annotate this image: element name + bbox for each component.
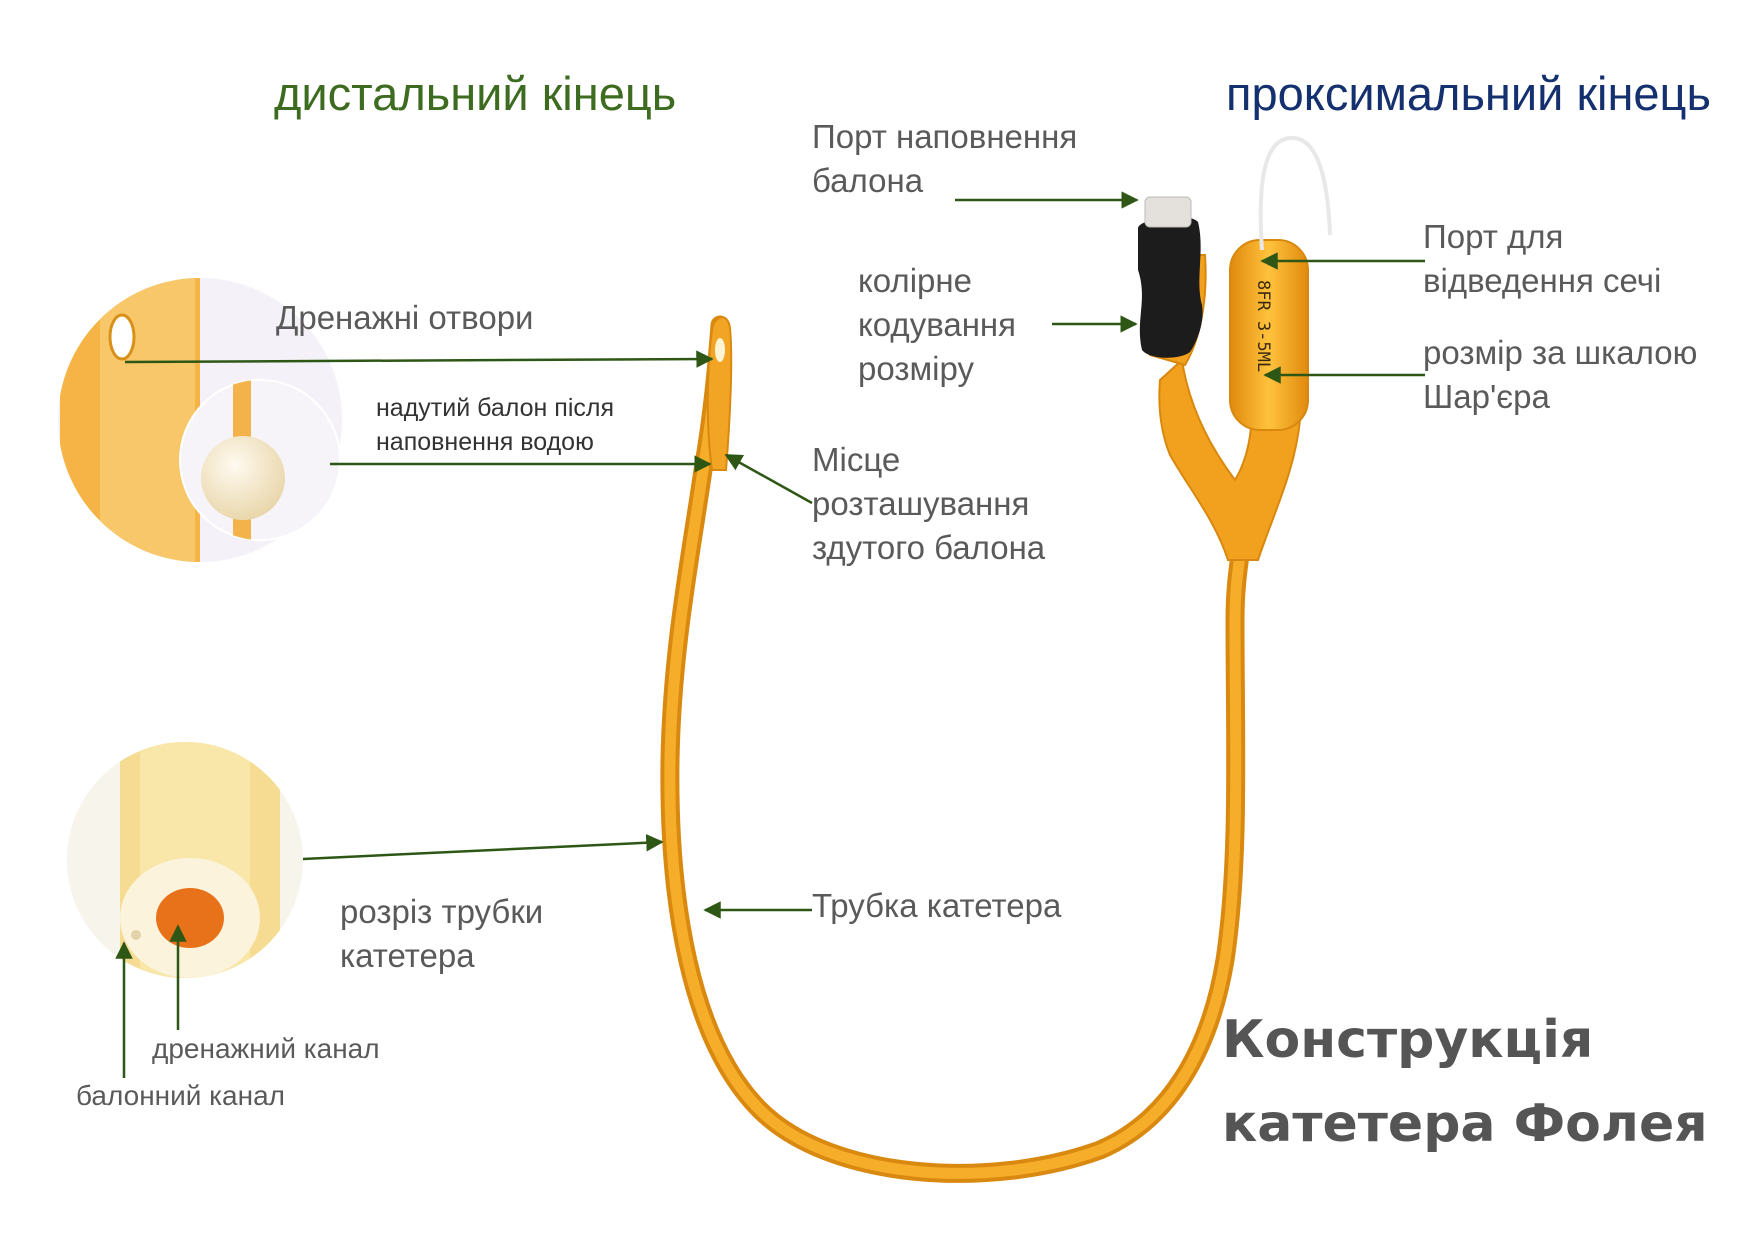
color-coding-label: колірне кодування розміру [858,262,1017,387]
leader-lines [115,191,1425,1078]
urine-port-label: Порт для відведення сечі [1423,218,1662,299]
tube-cross-section-label: розріз трубки катетера [340,893,544,974]
distal-end-heading: дистальний кінець [274,67,677,120]
page-title: Конструкція катетера Фолея [1222,1010,1708,1154]
drain-holes-label: Дренажні отвори [276,299,534,336]
charriere-size-label: розмір за шкалою Шар'єра [1423,334,1698,415]
inflated-balloon-label: надутий балон після наповнення водою [376,394,615,456]
deflated-balloon-site-label: Місце розташування здутого балона [812,441,1046,566]
proximal-end-heading: проксимальний кінець [1226,67,1711,120]
balloon-fill-port-label: Порт наповнення балона [812,118,1078,199]
drain-channel-label: дренажний канал [152,1033,380,1064]
catheter-tube-label: Трубка катетера [812,887,1062,924]
size-imprint: 8FR 3-5ML [1253,280,1273,372]
tube-cross-section-closeup [67,742,303,978]
balloon-channel-label: балонний канал [76,1080,285,1111]
catheter-tube-drawing [660,315,1250,1183]
catheter-funnel-drawing: 8FR 3-5ML [1138,135,1332,561]
drain-holes-closeup [58,278,342,562]
